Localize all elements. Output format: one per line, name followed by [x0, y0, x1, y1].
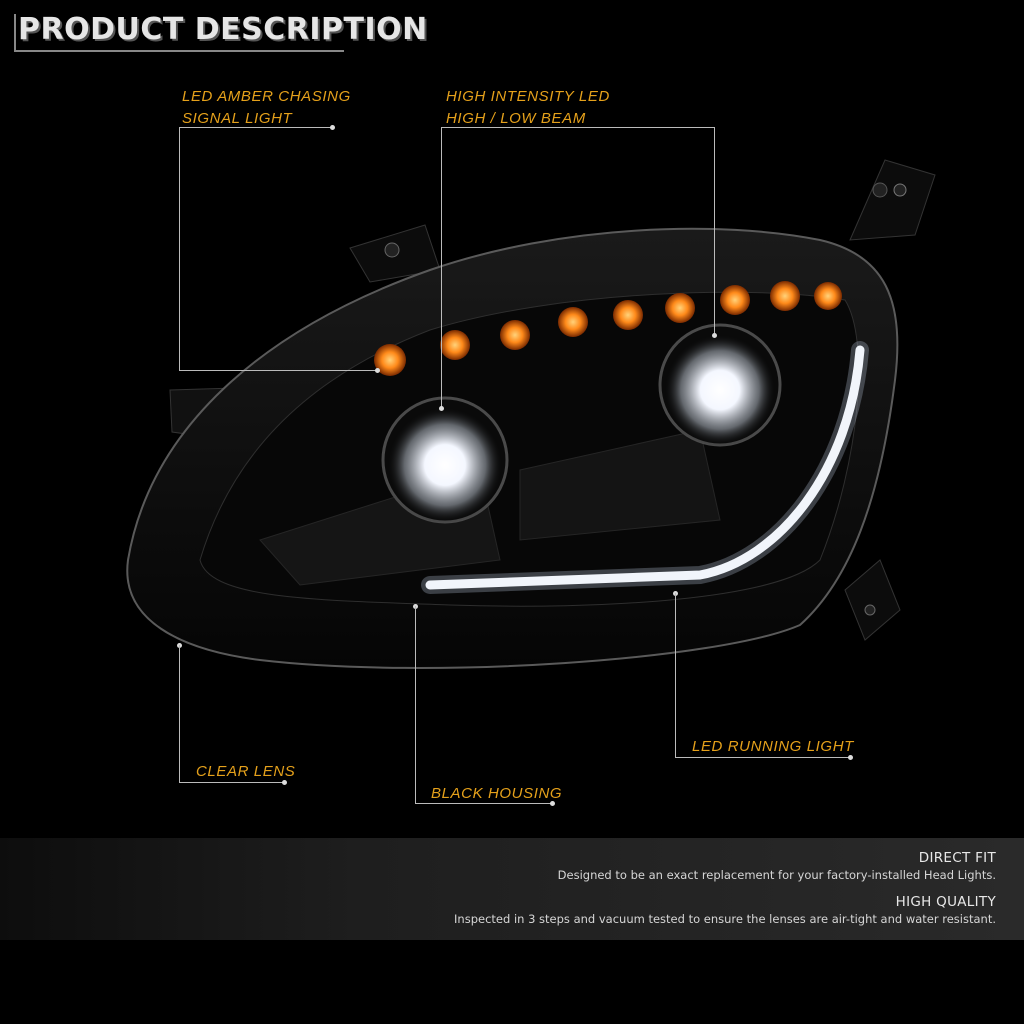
- callout-line: [441, 127, 715, 128]
- callout-running-light: LED RUNNING LIGHT: [692, 738, 854, 755]
- callout-amber-signal: LED AMBER CHASING SIGNAL LIGHT: [182, 86, 351, 130]
- callout-line: [714, 127, 715, 335]
- callout-line: [415, 803, 552, 804]
- callout-amber-signal-line2: SIGNAL LIGHT: [182, 110, 293, 127]
- callout-dot: [848, 755, 853, 760]
- feature-heading-direct-fit: DIRECT FIT: [918, 850, 996, 866]
- callout-line: [180, 127, 332, 128]
- callout-dot: [439, 406, 444, 411]
- callout-line: [675, 593, 676, 758]
- callout-line: [675, 757, 850, 758]
- callout-line: [179, 782, 284, 783]
- callout-dot: [330, 125, 335, 130]
- feature-text-direct-fit: Designed to be an exact replacement for …: [557, 868, 996, 882]
- callout-amber-signal-line1: LED AMBER CHASING: [182, 88, 351, 105]
- page-title: PRODUCT DESCRIPTION: [18, 12, 428, 47]
- feature-band: DIRECT FIT Designed to be an exact repla…: [0, 838, 1024, 940]
- callout-beam-line2: HIGH / LOW BEAM: [446, 110, 586, 127]
- callout-line: [415, 606, 416, 804]
- feature-heading-high-quality: HIGH QUALITY: [895, 894, 996, 910]
- callout-line: [441, 127, 442, 409]
- title-underline: [14, 50, 344, 52]
- callout-dot: [550, 801, 555, 806]
- callout-beam-line1: HIGH INTENSITY LED: [446, 88, 610, 105]
- callout-clear-lens: CLEAR LENS: [196, 763, 296, 780]
- title-accent-tick: [14, 14, 16, 52]
- callout-dot: [712, 333, 717, 338]
- feature-text-high-quality: Inspected in 3 steps and vacuum tested t…: [454, 912, 996, 926]
- callout-line: [179, 127, 180, 370]
- callout-line: [179, 370, 377, 371]
- callout-beam: HIGH INTENSITY LED HIGH / LOW BEAM: [446, 86, 610, 130]
- callout-black-housing: BLACK HOUSING: [431, 785, 563, 802]
- callout-line: [179, 645, 180, 783]
- callout-dot: [375, 368, 380, 373]
- callout-dot: [282, 780, 287, 785]
